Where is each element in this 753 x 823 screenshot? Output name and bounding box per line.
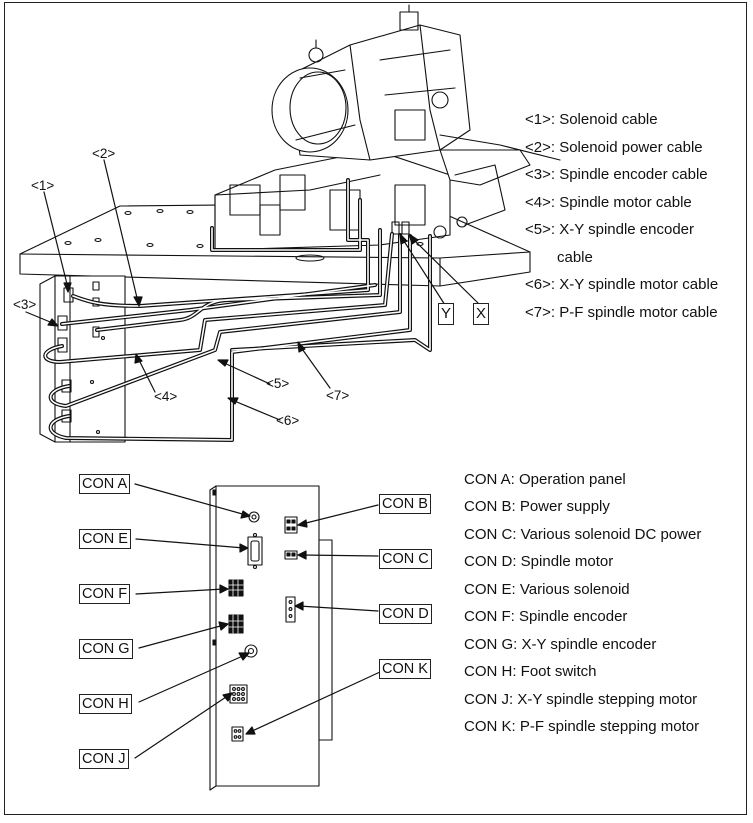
con-a-box: CON A — [79, 474, 131, 494]
connector-arrows — [134, 483, 381, 759]
diagram-frame — [4, 2, 747, 815]
con-h-box: CON H — [79, 694, 132, 714]
cable-legend-4: <4>: Spindle motor cable — [525, 194, 692, 211]
con-legend-g: CON G: X-Y spindle encoder — [464, 636, 657, 653]
cable-legend-5-cont: cable — [557, 249, 593, 266]
callout-4: <4> — [154, 389, 178, 404]
callout-6: <6> — [276, 413, 300, 428]
callout-arrows — [25, 159, 481, 421]
cable-legend-1: <1>: Solenoid cable — [525, 111, 658, 128]
con-legend-d: CON D: Spindle motor — [464, 553, 614, 570]
y-axis-label: Y — [438, 303, 454, 325]
con-c-box: CON C — [379, 549, 432, 569]
control-panel — [209, 485, 333, 791]
cable-legend-3: <3>: Spindle encoder cable — [525, 166, 708, 183]
cable-legend-2: <2>: Solenoid power cable — [525, 139, 703, 156]
con-f-box: CON F — [79, 584, 131, 604]
cable-legend-5: <5>: X-Y spindle encoder — [525, 221, 695, 238]
con-e-box: CON E — [79, 529, 131, 549]
sewing-machine-head — [214, 4, 561, 251]
cable-legend-6: <6>: X-Y spindle motor cable — [525, 276, 719, 293]
callout-5: <5> — [266, 376, 290, 391]
con-k-box: CON K — [379, 659, 431, 679]
callout-3: <3> — [13, 297, 37, 312]
cable-legend-7: <7>: P-F spindle motor cable — [525, 304, 718, 321]
con-legend-j: CON J: X-Y spindle stepping motor — [464, 691, 698, 708]
callout-1: <1> — [31, 178, 55, 193]
callout-2: <2> — [92, 146, 116, 161]
con-legend-h: CON H: Foot switch — [464, 663, 597, 680]
con-d-box: CON D — [379, 604, 432, 624]
con-legend-b: CON B: Power supply — [464, 498, 610, 515]
con-g-box: CON G — [79, 639, 133, 659]
callout-7: <7> — [326, 388, 350, 403]
con-legend-k: CON K: P-F spindle stepping motor — [464, 718, 700, 735]
con-legend-a: CON A: Operation panel — [464, 471, 626, 488]
con-legend-c: CON C: Various solenoid DC power — [464, 526, 702, 543]
con-legend-e: CON E: Various solenoid — [464, 581, 630, 598]
x-axis-label: X — [473, 303, 489, 325]
con-legend-f: CON F: Spindle encoder — [464, 608, 628, 625]
con-b-box: CON B — [379, 494, 431, 514]
con-j-box: CON J — [79, 749, 129, 769]
